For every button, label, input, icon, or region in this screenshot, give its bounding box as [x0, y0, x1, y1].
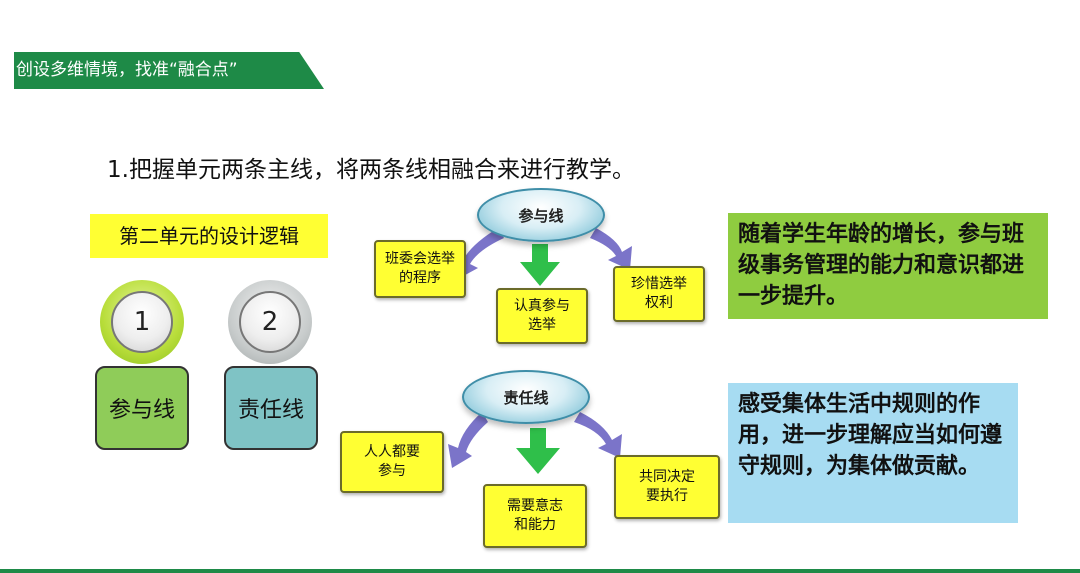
- arrow-left-purple-icon: [448, 412, 488, 468]
- section-banner: 创设多维情境，找准“融合点”: [14, 52, 324, 89]
- arrow-right-purple-icon: [590, 228, 632, 270]
- page-heading: 1.把握单元两条主线，将两条线相融合来进行教学。: [107, 157, 635, 183]
- number-circle-2-label: 2: [239, 291, 301, 353]
- number-circle-1: 1: [100, 280, 184, 364]
- participation-line-title: 参与线: [477, 188, 605, 242]
- participation-item-1-text: 班委会选举的程序: [385, 251, 455, 286]
- participation-item-2-text: 认真参与选举: [514, 298, 570, 333]
- arrow-down-green-icon: [516, 428, 560, 474]
- participation-item-3: 珍惜选举权利: [613, 266, 705, 322]
- number-circle-2: 2: [228, 280, 312, 364]
- participation-note: 随着学生年龄的增长，参与班级事务管理的能力和意识都进一步提升。: [728, 213, 1048, 319]
- arrow-down-green-icon: [520, 244, 560, 286]
- responsibility-line-title: 责任线: [462, 370, 590, 424]
- responsibility-item-2-text: 需要意志和能力: [507, 498, 563, 533]
- arrow-right-purple-icon: [574, 412, 622, 458]
- responsibility-line-box: 责任线: [224, 366, 318, 450]
- number-circle-1-label: 1: [111, 291, 173, 353]
- participation-item-2: 认真参与选举: [496, 288, 588, 344]
- responsibility-item-3-text: 共同决定要执行: [639, 469, 695, 504]
- participation-item-1: 班委会选举的程序: [374, 240, 466, 298]
- participation-item-3-text: 珍惜选举权利: [631, 276, 687, 311]
- responsibility-note: 感受集体生活中规则的作用，进一步理解应当如何遵守规则，为集体做贡献。: [728, 383, 1018, 523]
- design-logic-label: 第二单元的设计逻辑: [90, 214, 328, 258]
- participation-line-box: 参与线: [95, 366, 189, 450]
- responsibility-item-2: 需要意志和能力: [483, 484, 587, 548]
- responsibility-item-1: 人人都要参与: [340, 431, 444, 493]
- banner-title: 创设多维情境，找准“融合点”: [16, 60, 238, 80]
- responsibility-item-1-text: 人人都要参与: [364, 444, 420, 479]
- bottom-divider: [0, 569, 1080, 573]
- responsibility-item-3: 共同决定要执行: [614, 455, 720, 519]
